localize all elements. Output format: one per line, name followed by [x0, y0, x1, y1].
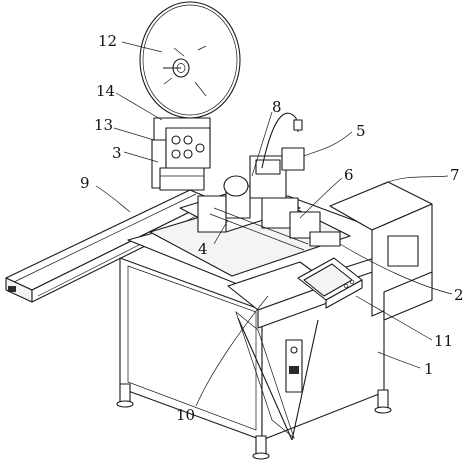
callout-5: 5: [356, 122, 366, 140]
leader-lines: [95, 41, 453, 407]
callout-12: 12: [98, 32, 117, 50]
callout-4: 4: [198, 240, 208, 258]
callout-2: 2: [454, 286, 464, 304]
rear-housing: [329, 181, 433, 321]
callout-10: 10: [176, 406, 195, 424]
electrical-box: [285, 339, 303, 393]
callout-1: 1: [424, 360, 434, 378]
callout-6: 6: [344, 166, 354, 184]
callout-labels: 12 14 13 3 9 8 5 6 7 4 2 11 1 10: [80, 32, 464, 424]
callout-7: 7: [450, 166, 460, 184]
callout-13: 13: [94, 116, 113, 134]
work-table: [149, 112, 351, 277]
callout-9: 9: [80, 174, 90, 192]
callout-3: 3: [112, 144, 122, 162]
callout-11: 11: [434, 332, 453, 350]
tape-guide-tower: [151, 117, 211, 191]
control-touch-panel: [297, 257, 363, 309]
callout-8: 8: [272, 98, 282, 116]
callout-14: 14: [96, 82, 115, 100]
tape-reel: [139, 1, 241, 119]
